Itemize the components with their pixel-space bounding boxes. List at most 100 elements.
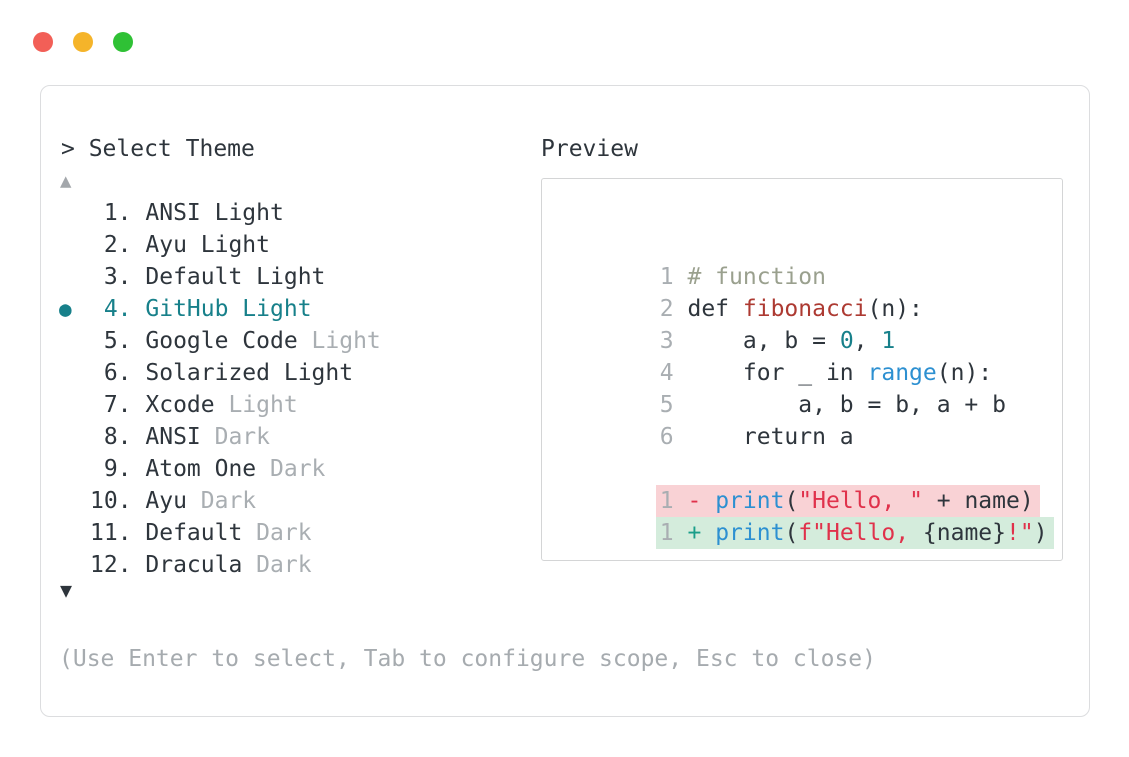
theme-item-ansi-light[interactable]: 1. ANSI Light — [59, 197, 381, 229]
diff-plus-sign: + — [687, 520, 716, 546]
line-number: 1 — [659, 520, 674, 546]
code-line-content: 2 def fibonacci(n): — [656, 293, 929, 325]
code-token: "Hello, " — [798, 488, 923, 514]
minimize-window-button[interactable] — [73, 32, 93, 52]
item-number: 9. — [103, 456, 132, 482]
item-number: 1. — [103, 200, 132, 226]
line-number: 1 — [659, 488, 674, 514]
theme-item-dracula-dark[interactable]: 12. Dracula Dark — [59, 549, 381, 581]
theme-item-solarized-light[interactable]: 6. Solarized Light — [59, 357, 381, 389]
line-number: 3 — [659, 328, 674, 354]
close-window-button[interactable] — [33, 32, 53, 52]
code-token: fibonacci — [742, 296, 868, 322]
line-number: 6 — [659, 424, 674, 450]
item-variant: Dark — [256, 520, 312, 546]
select-theme-prompt: > Select Theme — [61, 136, 255, 162]
code-token: f"Hello, — [798, 520, 923, 546]
item-name: Ayu Light — [145, 232, 270, 258]
line-number: 2 — [659, 296, 674, 322]
diff-minus-sign: - — [687, 488, 716, 514]
item-name: ANSI Light — [145, 200, 284, 226]
code-line: 1 # function — [545, 229, 1062, 290]
code-line: 5 a, b = b, a + b — [545, 357, 1062, 418]
item-number: 5. — [103, 328, 132, 354]
item-name: Ayu — [145, 488, 187, 514]
code-line-diff-added: 1+ print(f"Hello, {name}!") — [545, 485, 1062, 549]
code-token: print — [715, 520, 785, 546]
code-token: ( — [784, 488, 799, 514]
item-name: Xcode — [145, 392, 215, 418]
theme-selector-panel: > Select Theme ▲ 1. ANSI Light 2. Ayu Ligh… — [40, 85, 1090, 717]
theme-item-xcode-light[interactable]: 7. Xcode Light — [59, 389, 381, 421]
preview-title: Preview — [541, 136, 638, 162]
code-token: {name} — [922, 520, 1007, 546]
scroll-down-icon[interactable]: ▼ — [60, 578, 73, 602]
item-name: Solarized Light — [145, 360, 354, 386]
code-token: def — [687, 296, 743, 322]
item-name: Google Code — [145, 328, 298, 354]
item-number: 6. — [103, 360, 132, 386]
theme-item-default-dark[interactable]: 11. Default Dark — [59, 517, 381, 549]
item-variant: Light — [311, 328, 381, 354]
item-number: 8. — [103, 424, 132, 450]
code-token: for _ in — [687, 360, 868, 386]
scroll-up-icon[interactable]: ▲ — [60, 170, 72, 192]
theme-item-github-light[interactable]: ●4.GitHub Light — [59, 293, 381, 325]
code-line-content — [656, 453, 680, 485]
item-number: 11. — [90, 520, 132, 546]
code-token: 0 — [839, 328, 854, 354]
window-controls — [33, 32, 133, 52]
item-number: 10. — [90, 488, 132, 514]
line-number: 5 — [659, 392, 674, 418]
code-token: (n): — [867, 296, 923, 322]
theme-item-ayu-dark[interactable]: 10. Ayu Dark — [59, 485, 381, 517]
theme-item-google-code-light[interactable]: 5. Google Code Light — [59, 325, 381, 357]
code-token: ( — [784, 520, 799, 546]
item-number: 4. — [103, 296, 132, 322]
code-line: 3 a, b = 0, 1 — [545, 293, 1062, 354]
item-number: 12. — [90, 552, 132, 578]
item-number: 7. — [103, 392, 132, 418]
code-token: ) — [1033, 520, 1048, 546]
code-line-content: 5 a, b = b, a + b — [656, 389, 1012, 421]
code-line-diff-removed: 1- print("Hello, " + name) — [545, 453, 1062, 517]
item-number: 2. — [103, 232, 132, 258]
line-number: 4 — [659, 360, 674, 386]
code-token: 1 — [881, 328, 896, 354]
item-name: Default — [145, 520, 243, 546]
code-token: print — [715, 488, 785, 514]
code-token: !" — [1006, 520, 1034, 546]
code-line-content: 1 + print(f"Hello, {name}!") — [655, 517, 1054, 549]
code-line-content: 4 for _ in range(n): — [656, 357, 998, 389]
code-token: range — [867, 360, 937, 386]
code-token: return a — [687, 424, 854, 450]
item-name: GitHub Light — [145, 296, 312, 322]
code-token: + name) — [922, 488, 1034, 514]
code-token: , — [853, 328, 882, 354]
code-line-content: 1- print("Hello, " + name) — [655, 485, 1040, 517]
item-variant: Dark — [214, 424, 270, 450]
item-name: Dracula — [145, 552, 243, 578]
code-token: (n): — [936, 360, 993, 386]
maximize-window-button[interactable] — [113, 32, 133, 52]
item-number: 3. — [103, 264, 132, 290]
code-line-content: 6 return a — [656, 421, 860, 453]
line-number: 1 — [659, 264, 674, 290]
theme-item-ayu-light[interactable]: 2. Ayu Light — [59, 229, 381, 261]
item-variant: Dark — [200, 488, 257, 514]
code-token: a, b = — [687, 328, 840, 354]
keyboard-hint: (Use Enter to select, Tab to configure s… — [59, 646, 876, 672]
code-token: a, b = b, a + b — [687, 392, 1006, 418]
code-line: 2 def fibonacci(n): — [545, 261, 1062, 322]
theme-list: 1.ANSI Light 2.Ayu Light 3.Default Light… — [59, 197, 381, 581]
code-token: # function — [687, 264, 826, 290]
item-variant: Dark — [256, 552, 312, 578]
code-line: 6 return a — [545, 389, 1062, 450]
theme-item-default-light[interactable]: 3.Default Light — [59, 261, 381, 293]
code-line: 4 for _ in range(n): — [545, 325, 1062, 386]
item-variant: Light — [228, 392, 298, 418]
